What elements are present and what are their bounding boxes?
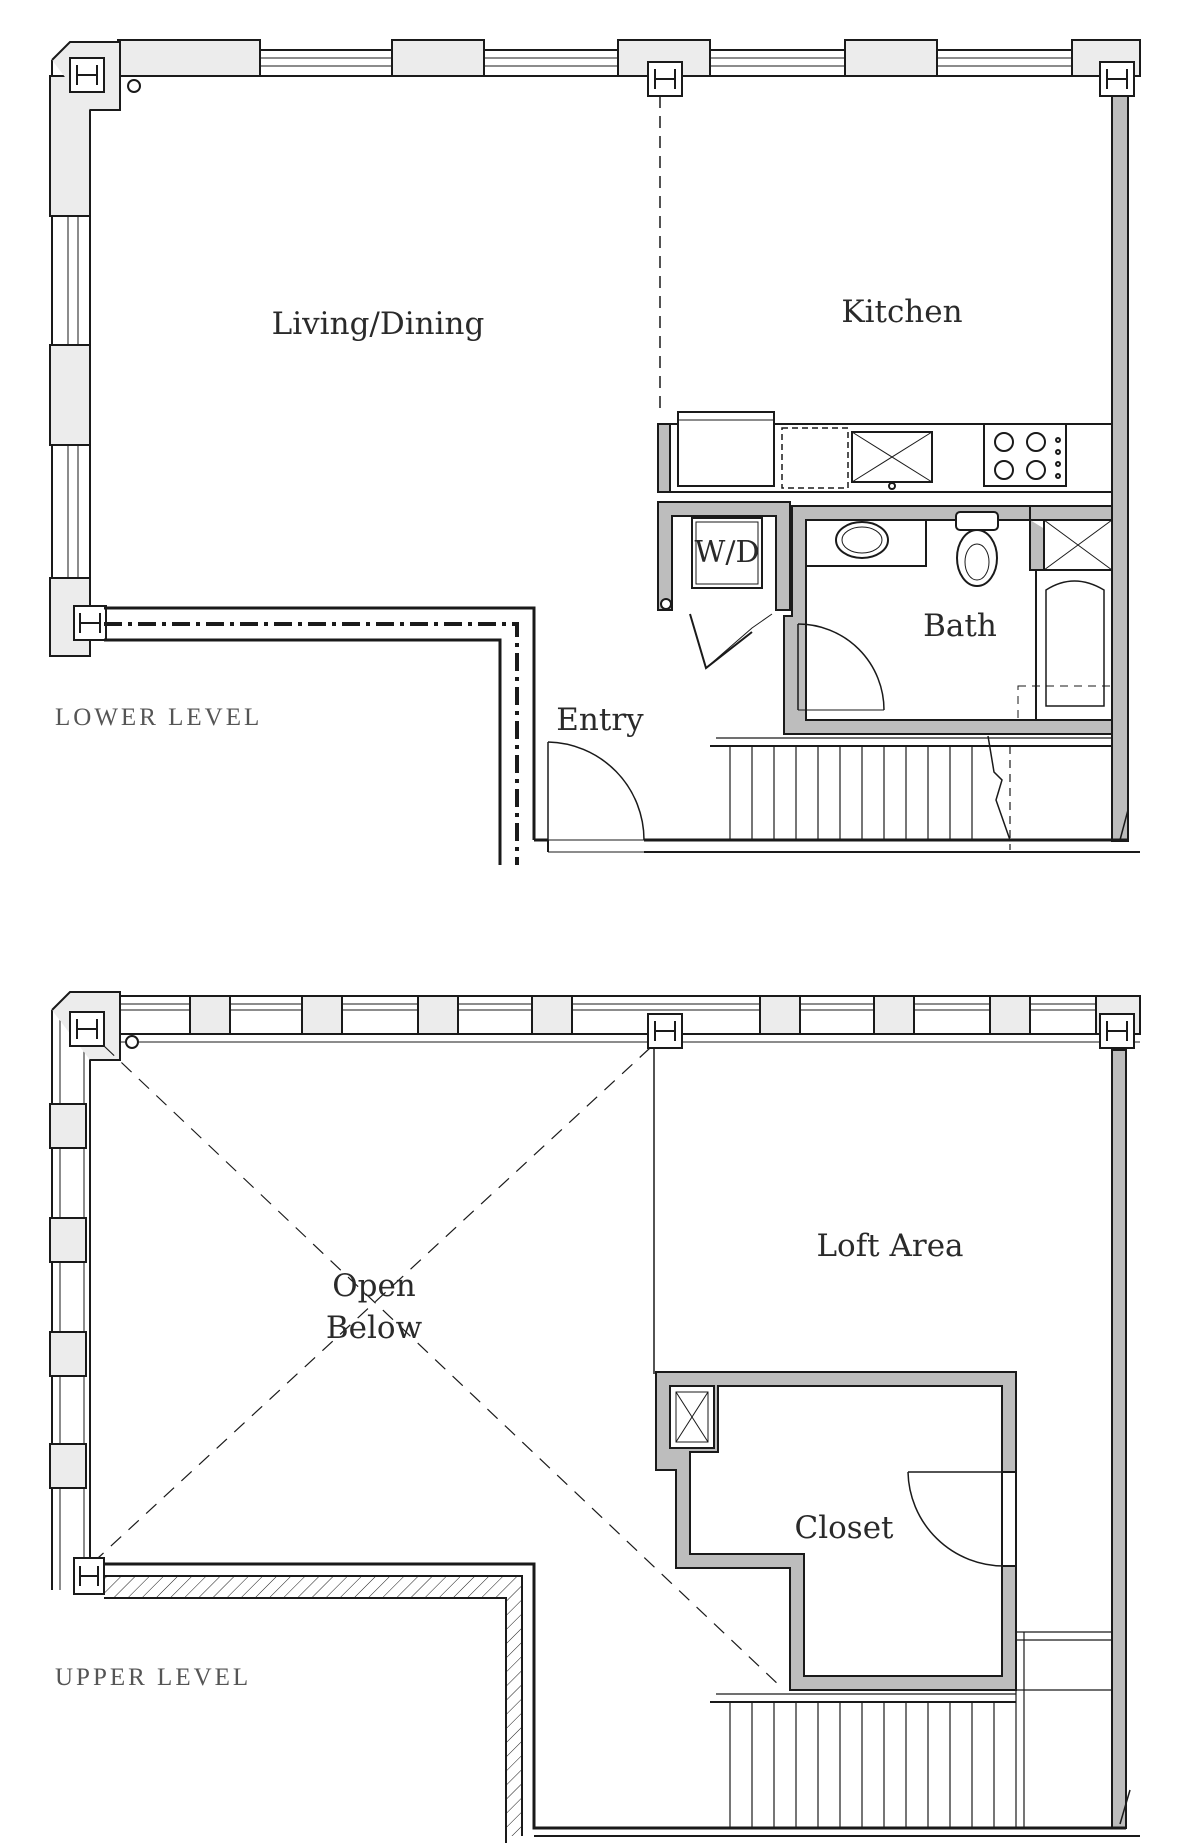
- open-below-marker: [97, 1045, 781, 1687]
- washer-dryer-closet: [657, 501, 791, 670]
- lower-staircase: [710, 735, 1129, 850]
- dishwasher: [781, 427, 849, 489]
- upper-east-wall: [1111, 1049, 1127, 1829]
- upper-railing: [1015, 1631, 1112, 1828]
- room-label-closet: Closet: [794, 1510, 894, 1546]
- upper-staircase: [710, 1693, 1131, 1828]
- room-label-washer-dryer: W/D: [695, 535, 760, 570]
- room-label-living-dining: Living/Dining: [272, 306, 485, 342]
- closet: [655, 1371, 1017, 1691]
- upper-columns: [69, 1011, 1135, 1595]
- lower-east-wall: [1111, 95, 1129, 842]
- lower-level-plan: Living/Dining Kitchen W/D Bath Entry LOW…: [49, 39, 1141, 865]
- level-title-upper: UPPER LEVEL: [55, 1664, 251, 1691]
- room-label-loft-area: Loft Area: [816, 1228, 963, 1264]
- entry-door: [547, 741, 645, 841]
- upper-north-wall: [120, 995, 1141, 1043]
- kitchen-counter: [657, 411, 1113, 493]
- upper-level-plan: Open Below Loft Area Closet UPPER LEVEL: [49, 991, 1141, 1843]
- upper-west-wall: [49, 991, 121, 1590]
- refrigerator: [677, 411, 775, 487]
- level-title-lower: LOWER LEVEL: [55, 704, 262, 731]
- room-label-bath: Bath: [923, 608, 997, 644]
- lower-north-wall: [117, 39, 1141, 77]
- bathtub: [1035, 569, 1113, 721]
- lower-west-wall: [49, 41, 121, 657]
- toilet: [955, 511, 999, 587]
- room-label-kitchen: Kitchen: [841, 294, 962, 330]
- room-label-entry: Entry: [556, 702, 644, 738]
- lower-south-wall: [104, 606, 1140, 865]
- room-label-open-below-line1: Open: [332, 1268, 416, 1304]
- upper-south-wall: [104, 1562, 1140, 1843]
- stove: [983, 423, 1067, 487]
- bathroom: [783, 505, 1113, 735]
- washer-dryer-unit: [691, 517, 763, 589]
- room-label-open-below-line2: Below: [326, 1310, 423, 1346]
